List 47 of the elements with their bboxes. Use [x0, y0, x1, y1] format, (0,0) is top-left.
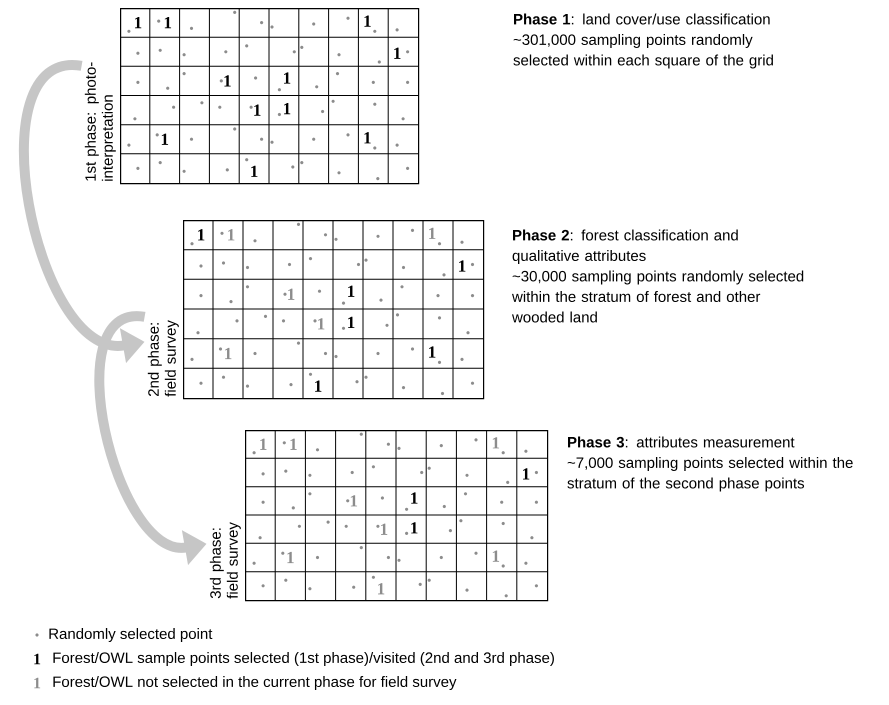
tally-number: 1	[284, 102, 290, 114]
tally-number: 1	[348, 286, 354, 297]
tally-number: 1	[287, 552, 294, 564]
legend-symbol: 1	[34, 654, 40, 664]
tally-number: 1	[288, 288, 294, 300]
tally-number: 1	[381, 524, 388, 535]
phase-heading: Phase 1: land cover/use classification	[514, 13, 770, 24]
tally-number: 1	[394, 48, 400, 59]
phase-description: ~301,000 sampling points randomly selected within each square of the grid	[513, 34, 773, 68]
tally-number: 1	[492, 550, 500, 562]
tally-number: 1	[135, 16, 142, 28]
tally-number: 1	[411, 492, 418, 504]
tally-number: 1	[290, 438, 297, 450]
tally-number: 1	[224, 75, 231, 87]
tally-number: 1	[318, 318, 324, 330]
legend-symbol: 1	[34, 678, 40, 688]
tally-number: 1	[315, 380, 322, 392]
tally-number: 1	[164, 16, 172, 28]
legend-text: Randomly selected point	[49, 628, 212, 642]
tally-number: 1	[429, 346, 436, 358]
tally-number: 1	[284, 72, 290, 84]
tally-number: 1	[198, 229, 204, 240]
tally-number: 1	[459, 260, 466, 272]
tally-number: 1	[378, 583, 384, 594]
tally-number: 1	[429, 228, 436, 239]
legend-text: Forest/OWL not selected in the current phase for field survey	[53, 676, 456, 690]
phase-heading: Phase 2: forest classification and qualitative attributes	[512, 229, 738, 264]
tally-number: 1	[523, 468, 530, 480]
phase-label: 2nd phase: field survey	[148, 320, 179, 397]
tally-number: 1	[364, 132, 371, 144]
tally-number: 1	[350, 495, 358, 506]
legend-text: Forest/OWL sample points selected (1st phase)/visited (2nd and 3rd phase)	[53, 652, 554, 666]
tally-number: 1	[162, 134, 168, 145]
tally-number: 1	[251, 166, 258, 177]
phase-label: 1st phase: photo-interpretation	[84, 62, 116, 181]
phase-heading: Phase 3: attributes measurement	[568, 436, 794, 448]
phase-description: ~7,000 sampling points selected within the stratum of the second phase points	[567, 457, 853, 492]
tally-number: 1	[228, 229, 234, 240]
tally-number: 1	[364, 15, 371, 27]
tally-number: 1	[254, 104, 260, 116]
tally-number: 1	[411, 522, 418, 534]
phase-description: ~30,000 sampling points randomly selected within the stratum of forest and other wooded land	[512, 270, 804, 322]
phase-label: 3rd phase: field survey	[210, 522, 241, 599]
tally-number: 1	[348, 316, 354, 328]
tally-number: 1	[225, 348, 232, 360]
tally-number: 1	[492, 437, 500, 448]
tally-number: 1	[260, 438, 266, 450]
